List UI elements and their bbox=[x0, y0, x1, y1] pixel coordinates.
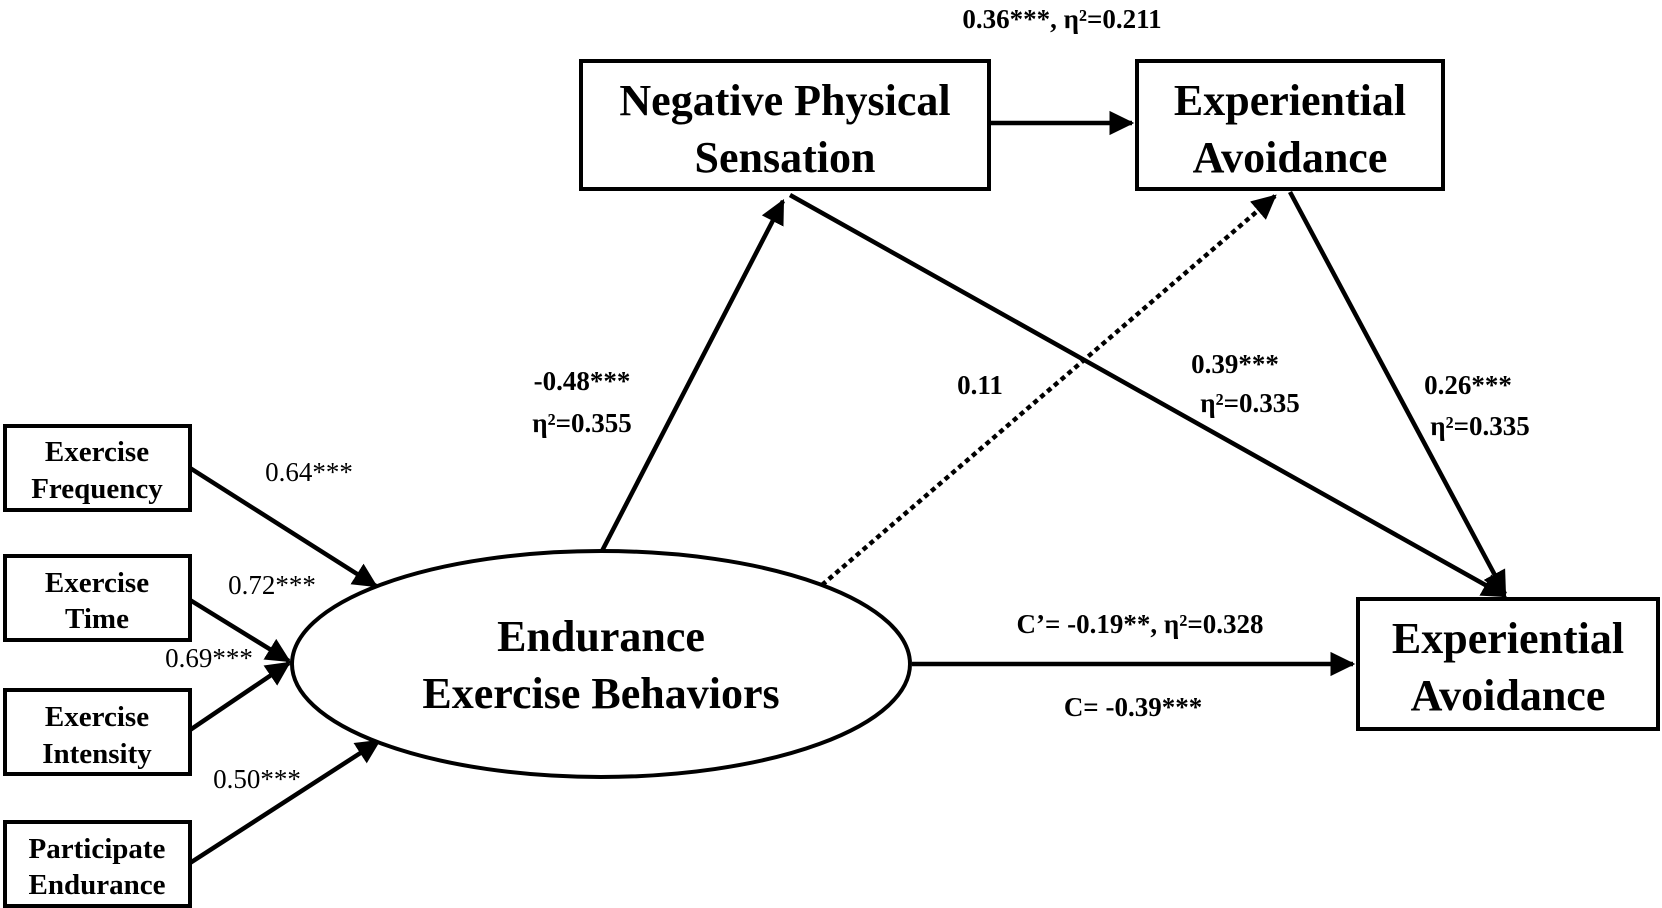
svg-text:Avoidance: Avoidance bbox=[1411, 671, 1606, 720]
node-negative-physical-sensation: Negative Physical Sensation bbox=[579, 59, 991, 191]
svg-text:Avoidance: Avoidance bbox=[1193, 133, 1388, 182]
label-nps-to-outcome-eta: η²=0.335 bbox=[1200, 388, 1300, 418]
node-experiential-avoidance-outcome: Experiential Avoidance bbox=[1356, 597, 1660, 731]
node-exercise-frequency: Exercise Frequency bbox=[3, 424, 192, 512]
node-participate-endurance: Participate Endurance bbox=[3, 820, 192, 908]
loading-freq bbox=[188, 466, 378, 588]
svg-text:Endurance: Endurance bbox=[497, 612, 705, 661]
label-ea-to-outcome-eta: η²=0.335 bbox=[1430, 411, 1530, 441]
label-loading-freq: 0.64*** bbox=[265, 457, 353, 487]
label-total-c: C= -0.39*** bbox=[1064, 692, 1202, 722]
svg-text:Exercise Behaviors: Exercise Behaviors bbox=[422, 669, 779, 718]
node-exercise-time: Exercise Time bbox=[3, 554, 192, 642]
node-experiential-avoidance-mediator: Experiential Avoidance bbox=[1135, 59, 1445, 191]
node-endurance-exercise-behaviors: Endurance Exercise Behaviors bbox=[290, 549, 912, 779]
svg-text:Negative Physical: Negative Physical bbox=[619, 76, 950, 125]
path-nps-to-outcome bbox=[788, 193, 1507, 598]
svg-text:Exercise: Exercise bbox=[45, 567, 149, 599]
path-eeb-to-ea-mediator bbox=[820, 194, 1277, 587]
label-loading-participate: 0.50*** bbox=[213, 764, 301, 794]
label-ea-to-outcome-coef: 0.26*** bbox=[1424, 370, 1512, 400]
label-direct-c-prime: C’= -0.19**, η²=0.328 bbox=[1017, 609, 1264, 639]
label-nps-to-ea: 0.36***, η²=0.211 bbox=[962, 4, 1161, 34]
svg-text:Experiential: Experiential bbox=[1392, 614, 1624, 663]
loading-intensity bbox=[188, 661, 291, 732]
node-exercise-intensity: Exercise Intensity bbox=[3, 688, 192, 776]
label-eeb-to-nps-eta: η²=0.355 bbox=[532, 408, 632, 438]
svg-text:Exercise: Exercise bbox=[45, 701, 149, 733]
path-ea-to-outcome bbox=[1288, 190, 1507, 596]
svg-text:Frequency: Frequency bbox=[31, 473, 163, 505]
svg-text:Exercise: Exercise bbox=[45, 436, 149, 468]
svg-text:Time: Time bbox=[65, 603, 129, 635]
svg-text:Participate: Participate bbox=[29, 833, 166, 865]
label-nps-to-outcome-coef: 0.39*** bbox=[1191, 349, 1279, 379]
label-loading-intensity: 0.69*** bbox=[165, 643, 253, 673]
svg-text:Experiential: Experiential bbox=[1174, 76, 1406, 125]
svg-text:Intensity: Intensity bbox=[42, 738, 152, 770]
path-eeb-to-nps bbox=[600, 199, 785, 553]
label-eeb-to-ea-mediator: 0.11 bbox=[957, 370, 1003, 400]
loading-participate bbox=[188, 739, 381, 865]
loading-time bbox=[188, 598, 291, 663]
label-loading-time: 0.72*** bbox=[228, 570, 316, 600]
label-eeb-to-nps-coef: -0.48*** bbox=[534, 366, 631, 396]
svg-text:Sensation: Sensation bbox=[695, 133, 876, 182]
svg-text:Endurance: Endurance bbox=[29, 869, 166, 901]
